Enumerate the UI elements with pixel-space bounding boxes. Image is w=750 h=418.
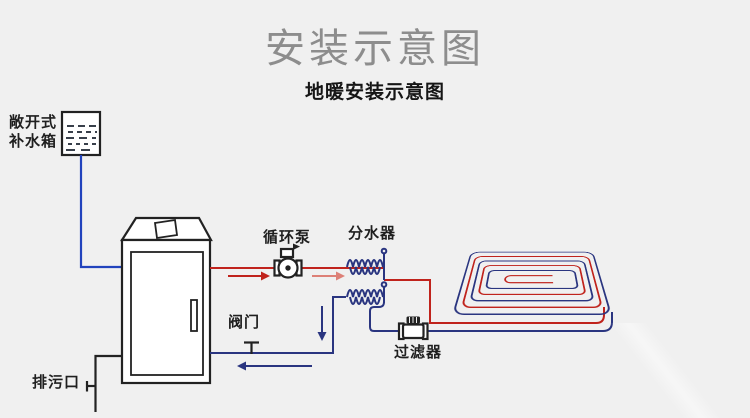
circulation-pump-icon [273, 243, 303, 279]
supply-pipe-to-coil [384, 279, 605, 324]
flow-arrow-return-left [237, 361, 312, 371]
coil-rings [452, 251, 612, 315]
valve-icon [244, 341, 259, 354]
pump-label: 循环泵 [263, 229, 312, 246]
feed-pipe [79, 155, 122, 269]
return-pipe-from-coil [369, 286, 613, 332]
flow-arrow-return-down [317, 306, 327, 341]
coil-center-hairpin [503, 275, 554, 284]
manifold-supply-icon [346, 247, 388, 280]
flow-arrow-supply-right [312, 271, 345, 281]
filter-label: 过滤器 [394, 344, 443, 361]
tank-label-line2: 补水箱 [9, 133, 58, 150]
tank-label: 敞开式 补水箱 [9, 113, 57, 151]
boiler-icon [119, 216, 213, 385]
return-pipe-to-boiler [210, 296, 346, 354]
tank-label-line1: 敞开式 [9, 114, 58, 131]
manifold-label: 分水器 [348, 225, 397, 242]
page-subtitle: 地暖安装示意图 [304, 82, 445, 103]
water-tank-icon [60, 110, 102, 157]
flow-arrow-supply-left [228, 271, 270, 281]
drain-pipe [85, 354, 122, 412]
valve-label: 阀门 [228, 314, 261, 331]
manifold-return-icon [346, 281, 388, 305]
drain-label: 排污口 [32, 374, 81, 391]
floor-heating-coil-icon [452, 243, 612, 315]
watermark [580, 323, 750, 418]
page-title: 安装示意图 [265, 27, 485, 71]
filter-icon [397, 316, 429, 341]
